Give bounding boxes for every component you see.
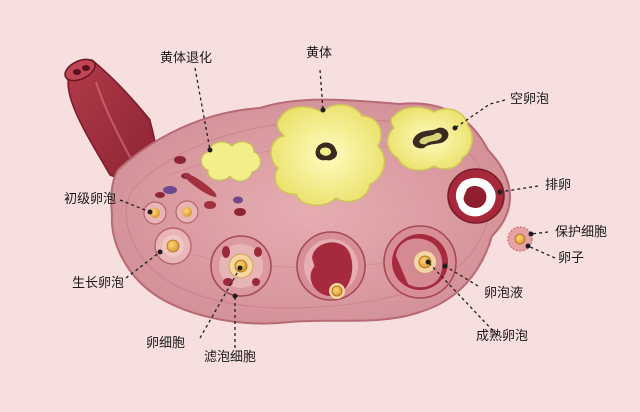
empty-follicle-shape — [386, 106, 474, 171]
corpus-luteum-shape — [270, 104, 386, 206]
label-ovulation: 排卵 — [545, 178, 571, 193]
label-follicular-fluid: 卵泡液 — [484, 286, 523, 301]
label-mature-follicle: 成熟卵泡 — [476, 328, 528, 344]
label-egg: 卵子 — [558, 251, 584, 266]
antral-follicle-shape — [296, 231, 366, 301]
label-oocyte: 卵细胞 — [146, 336, 185, 351]
growing-follicle-shape — [154, 227, 192, 265]
corpus-degeneration-shape — [200, 141, 262, 182]
ovulation-shape — [447, 168, 505, 224]
label-granulosa-cells: 滤泡细胞 — [204, 350, 256, 365]
label-corpus-degeneration: 黄体退化 — [160, 51, 212, 66]
label-growing-follicle: 生长卵泡 — [72, 276, 124, 291]
label-protective-cells: 保护细胞 — [555, 225, 607, 240]
label-corpus-luteum: 黄体 — [306, 46, 332, 61]
mature-follicle-shape — [383, 225, 457, 299]
label-primary-follicle: 初级卵泡 — [64, 192, 116, 207]
primary-follicle-2 — [175, 200, 199, 224]
blood-spots — [155, 156, 246, 216]
primary-follicle-1 — [143, 201, 167, 225]
labels: 黄体退化 黄体 空卵泡 初级卵泡 排卵 保护细胞 卵子 生长卵泡 卵泡液 卵细胞… — [64, 46, 607, 365]
label-empty-follicle: 空卵泡 — [510, 92, 549, 107]
leader-lines — [119, 67, 556, 348]
